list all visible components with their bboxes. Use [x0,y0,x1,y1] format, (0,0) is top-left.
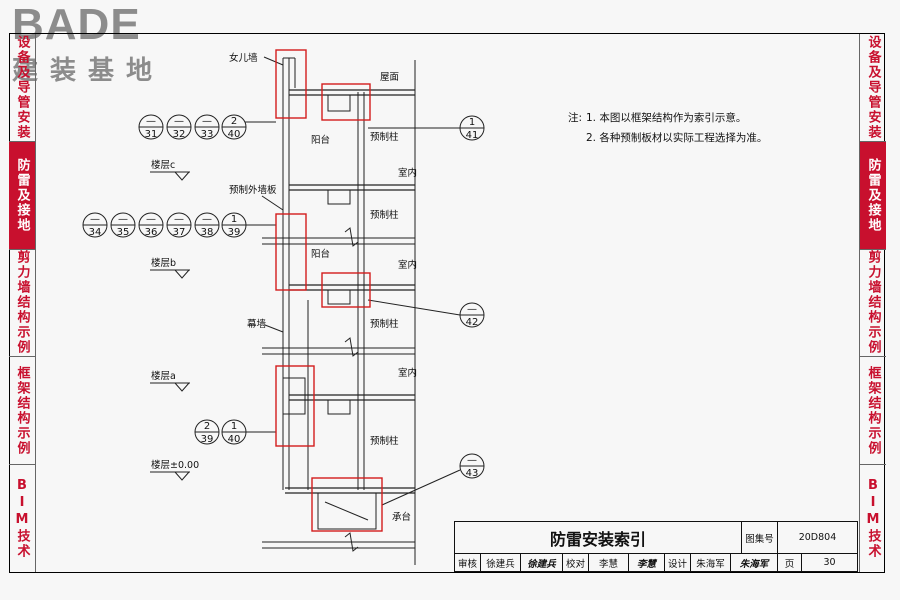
label-floor-c: 楼层c [151,159,175,171]
callout-34[interactable]: — 34 [82,212,108,238]
brand-name: BADE [12,0,141,49]
svg-text:32: 32 [173,129,186,140]
checker-signature: 李慧 [629,554,665,571]
check-label: 校对 [563,554,589,571]
svg-text:37: 37 [173,227,186,238]
callout-37[interactable]: — 37 [166,212,192,238]
callout-1-39[interactable]: 139 [221,212,247,238]
label-balcony: 阳台 [311,248,330,260]
svg-text:—: — [118,214,128,225]
svg-text:1: 1 [231,214,237,225]
svg-text:40: 40 [228,129,241,140]
svg-text:—: — [146,214,156,225]
label-roof: 屋面 [380,72,399,83]
svg-text:—: — [174,116,184,127]
note-1: 1. 本图以框架结构作为索引示意。 [586,112,747,124]
label-precast-column: 预制柱 [370,209,399,221]
callout-2-39[interactable]: 239 [194,419,220,445]
svg-text:—: — [174,214,184,225]
svg-text:41: 41 [466,130,479,141]
label-precast-column: 预制柱 [370,318,399,330]
chapter-tab-equipment[interactable]: 设备及导管安装 [9,34,35,142]
callout-42[interactable]: — 42 [459,302,485,328]
callout-2-40[interactable]: 240 [221,114,247,140]
svg-text:36: 36 [145,227,158,238]
svg-text:1: 1 [231,421,237,432]
reviewer-signature: 徐建兵 [521,554,563,571]
svg-text:40: 40 [228,434,241,445]
callout-36[interactable]: — 36 [138,212,164,238]
drawing-frame [9,33,885,573]
svg-text:2: 2 [204,421,210,432]
svg-text:39: 39 [228,227,241,238]
notes: 注:1. 本图以框架结构作为索引示意。 2. 各种预制板材以实际工程选择为准。 [568,108,767,148]
svg-text:31: 31 [145,129,158,140]
svg-text:—: — [467,455,477,466]
atlas-label: 图集号 [742,522,778,554]
atlas-number: 20D804 [778,522,857,554]
callout-35[interactable]: — 35 [110,212,136,238]
svg-text:—: — [467,304,477,315]
drawing-title: 防雷安装索引 [455,522,742,554]
label-indoor: 室内 [398,367,417,379]
label-precast-column: 预制柱 [370,131,399,143]
reviewer-name: 徐建兵 [481,554,521,571]
checker-name: 李慧 [589,554,629,571]
svg-text:43: 43 [466,468,479,479]
note-2: 2. 各种预制板材以实际工程选择为准。 [586,132,768,144]
chapter-tab-lightning[interactable]: 防雷及接地 [9,141,35,250]
svg-text:1: 1 [469,117,475,128]
chapter-tab-equipment-right[interactable]: 设备及导管安装 [860,34,886,142]
label-floor-a: 楼层a [151,370,176,382]
svg-text:38: 38 [201,227,214,238]
chapter-tab-frame[interactable]: 框架结构示例 [9,357,35,466]
label-balcony: 阳台 [311,134,330,146]
svg-text:42: 42 [466,317,479,328]
svg-text:—: — [146,116,156,127]
svg-text:—: — [202,116,212,127]
callout-32[interactable]: — 32 [166,114,192,140]
callout-1-40[interactable]: 140 [221,419,247,445]
page-number: 30 [823,557,836,568]
title-block: 防雷安装索引 图集号 20D804 审核 徐建兵 徐建兵 校对 李慧 李慧 设计… [454,521,858,572]
label-curtain-wall: 幕墙 [247,318,267,330]
svg-text:—: — [90,214,100,225]
chapter-tab-bim[interactable]: BIM技术 [14,478,30,560]
callout-31[interactable]: — 31 [138,114,164,140]
chapter-tab-shearwall-right[interactable]: 剪力墙结构示例 [860,250,886,358]
svg-text:2: 2 [231,116,237,127]
label-floor-b: 楼层b [151,257,176,269]
callout-41[interactable]: 141 [459,115,485,141]
page-label: 页 [778,554,802,571]
review-label: 审核 [455,554,481,571]
left-chapter-tabs: 设备及导管安装 防雷及接地 剪力墙结构示例 框架结构示例 BIM技术 [9,34,36,572]
callout-43[interactable]: — 43 [459,453,485,479]
callout-38[interactable]: — 38 [194,212,220,238]
designer-signature: 朱海军 [731,554,778,571]
callout-33[interactable]: — 33 [194,114,220,140]
label-indoor: 室内 [398,167,417,179]
notes-prefix: 注: [568,112,583,124]
label-parapet: 女儿墙 [229,52,258,64]
label-pile-cap: 承台 [392,511,411,523]
svg-text:—: — [202,214,212,225]
svg-text:35: 35 [117,227,130,238]
label-indoor: 室内 [398,259,417,271]
svg-text:34: 34 [89,227,102,238]
design-label: 设计 [665,554,691,571]
svg-text:39: 39 [201,434,214,445]
chapter-tab-bim-right[interactable]: BIM技术 [865,478,881,560]
label-floor-zero: 楼层±0.00 [151,459,199,471]
chapter-tab-shearwall[interactable]: 剪力墙结构示例 [9,250,35,358]
right-chapter-tabs: 设备及导管安装 防雷及接地 剪力墙结构示例 框架结构示例 BIM技术 [859,34,886,572]
svg-text:33: 33 [201,129,214,140]
label-precast-column: 预制柱 [370,435,399,447]
chapter-tab-lightning-right[interactable]: 防雷及接地 [860,141,886,250]
label-precast-wall: 预制外墙板 [229,184,277,196]
chapter-tab-frame-right[interactable]: 框架结构示例 [860,357,886,466]
designer-name: 朱海军 [691,554,731,571]
